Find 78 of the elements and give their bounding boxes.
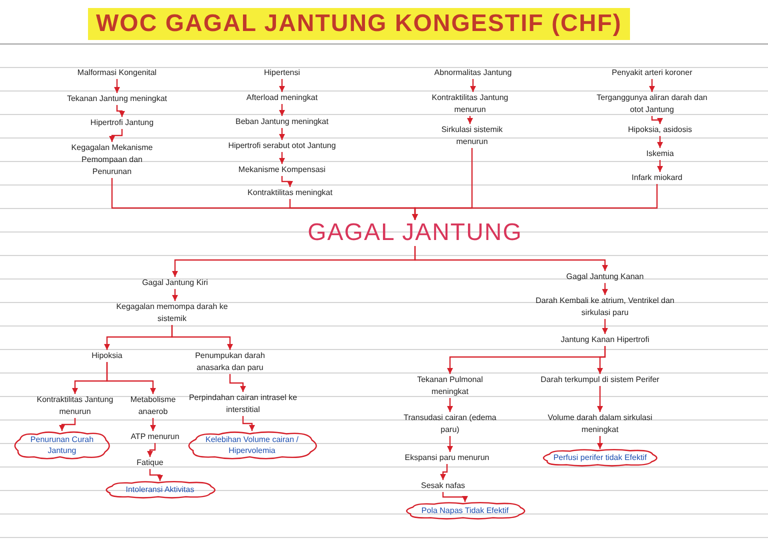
arrow [59,418,76,431]
flow-text: Fatique [125,457,175,469]
flow-text: Kegagalan memompa darah ke sistemik [114,301,230,325]
arrow [447,398,453,412]
arrow [229,374,246,392]
arrow [114,79,120,93]
arrow [279,79,285,92]
flow-text: Gagal Jantung Kanan [550,271,660,283]
flow-text: Afterload meningkat [232,92,332,104]
cloud-box [12,431,112,459]
flow-text: Hipoksia [77,350,137,362]
flow-text: Sirkulasi sistemik menurun [427,124,517,148]
arrow [657,160,663,172]
flow-text: Hipertrofi serabut otot Jantung [217,140,347,152]
arrow [116,105,125,117]
cloud-text: Penurunan Curah Jantung [29,434,95,456]
arrow [147,443,156,457]
arrow [242,416,255,431]
flow-text: Penumpukan darah anasarka dan paru [180,350,280,374]
flow-text: Terganggunya aliran darah dan otot Jantung [590,92,714,116]
arrow [467,116,473,124]
cloud-text: Perfusi perifer tidak Efektif [553,452,647,463]
flow-text: Iskemia [630,148,690,160]
arrow [597,386,603,412]
flow-text: Ekspansi paru menurun [392,452,502,464]
cloud-text: Pola Napas Tidak Efektif [421,505,509,516]
flow-text: Penyakit arteri koroner [592,67,712,79]
flow-text: Mekanisme Kompensasi [227,164,337,176]
arrow [281,176,293,187]
arrow [106,362,156,394]
arrow [602,319,608,334]
flow-text: Tekanan Jantung meningkat [57,93,177,105]
arrow [412,184,658,220]
flow-text: Perpindahan cairan intrasel ke interstitial [186,392,300,416]
arrow [442,492,468,502]
flow-text: Kontraktilitas Jantung menurun [420,92,520,116]
flow-text: Darah terkumpul di sistem Perifer [540,374,660,386]
flow-text: Beban Jantung meningkat [227,116,337,128]
arrow [149,469,163,481]
arrow [602,283,608,295]
flow-text: Darah Kembali ke atrium, Ventrikel dan sirkulasi paru [525,295,685,319]
cloud-box [102,481,218,498]
flow-text: ATP menurun [120,431,190,443]
flow-text: Gagal Jantung Kiri [125,277,225,289]
arrow [657,136,663,148]
arrow [279,152,285,164]
arrow [171,325,233,350]
flow-text: Malformasi Kongenital [62,67,172,79]
arrow [597,436,603,449]
arrow [649,79,655,92]
arrow [651,116,663,124]
flow-text: Sesak nafas [408,480,478,492]
title: WOC GAGAL JANTUNG KONGESTIF (CHF) [88,8,630,40]
arrow [150,418,156,431]
flow-text: Kontraktilitas meningkat [230,187,350,199]
flow-text: Infark miokard [617,172,697,184]
arrow [440,464,448,480]
arrow [447,436,453,452]
flow-text: Abnormalitas Jantung [423,67,523,79]
flow-text: Jantung Kanan Hipertrofi [545,334,665,346]
arrow [597,346,606,374]
cloud-text: Intoleransi Aktivitas [126,484,194,495]
arrow [414,246,608,271]
arrow [279,104,285,116]
arrow [109,129,123,142]
flow-text: Kegagalan Mekanisme Pemompaan dan Penurunan [62,142,162,178]
flow-text: Hipertensi [242,67,322,79]
flow-text: Transudasi cairan (edema paru) [400,412,500,436]
arrow [172,289,178,301]
cloud-box [540,449,660,466]
central-heading: GAGAL JANTUNG [305,220,525,246]
flow-text: Tekanan Pulmonal meningkat [400,374,500,398]
flow-text: Hipertrofi Jantung [77,117,167,129]
flow-text: Volume darah dalam sirkulasi meningkat [540,412,660,436]
arrow [470,79,476,92]
cloud-text: Kelebihan Volume cairan / Hipervolemia [204,434,300,456]
arrow [279,128,285,140]
flow-text: Hipoksia, asidosis [615,124,705,136]
